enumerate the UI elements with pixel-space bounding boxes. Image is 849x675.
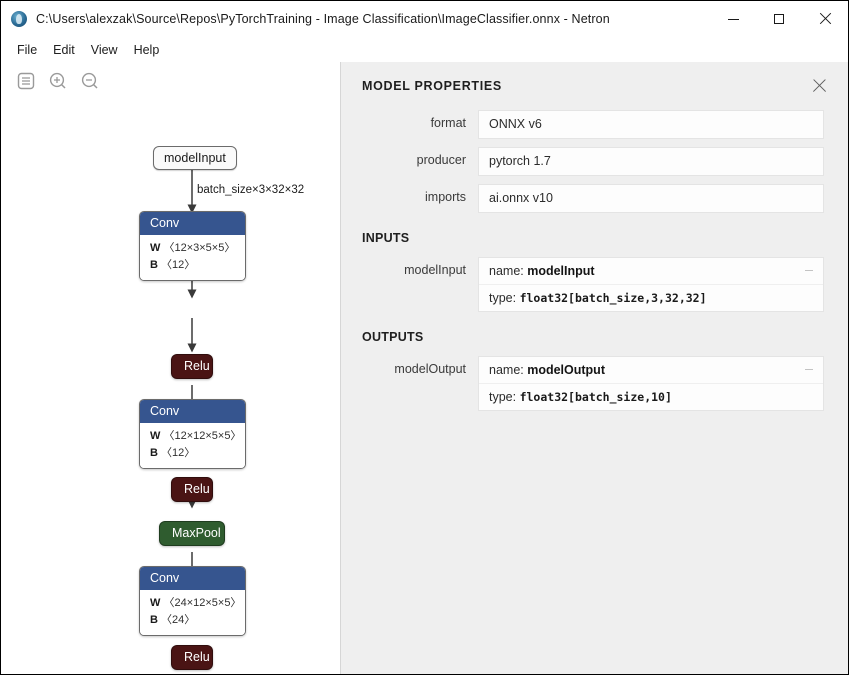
attr-key: W <box>150 430 161 443</box>
graph-canvas[interactable]: modelInput batch_size×3×32×32 Conv W 〈12… <box>1 62 340 674</box>
menu-item-view[interactable]: View <box>90 42 118 57</box>
node-type-label: Conv <box>140 400 245 424</box>
attr-value: 〈12×12×5×5〉 <box>163 430 242 443</box>
property-row-producer: producer pytorch 1.7 <box>341 147 824 176</box>
output-name-value: modelOutput <box>527 363 605 377</box>
output-label: modelOutput <box>394 362 466 376</box>
graph-node-maxpool[interactable]: MaxPool <box>159 521 225 546</box>
node-attribute-row: W 〈24×12×5×5〉 <box>150 595 241 612</box>
output-name-line: name: modelOutput <box>479 357 823 384</box>
node-attributes: W 〈12×12×5×5〉 B 〈12〉 <box>140 423 245 469</box>
node-attribute-row: W 〈12×12×5×5〉 <box>150 428 241 445</box>
output-detail-box[interactable]: name: modelOutput type: float32[batch_si… <box>478 356 824 411</box>
node-type-label: Conv <box>140 212 245 236</box>
panel-title: MODEL PROPERTIES <box>362 79 502 93</box>
node-attribute-row: B 〈24〉 <box>150 612 235 629</box>
output-row-modeloutput: modelOutput name: modelOutput type: floa… <box>341 356 824 411</box>
menu-item-file[interactable]: File <box>17 42 38 57</box>
output-type-prefix: type: <box>489 390 520 404</box>
output-name-prefix: name: <box>489 363 528 377</box>
zoom-in-button[interactable] <box>47 70 69 92</box>
property-value[interactable]: pytorch 1.7 <box>478 147 824 176</box>
property-label: format <box>430 116 466 130</box>
input-name-prefix: name: <box>489 264 528 278</box>
minimize-icon <box>727 18 739 20</box>
window-controls <box>710 1 848 37</box>
collapse-toggle-icon[interactable] <box>805 270 813 271</box>
output-type-value: float32[batch_size,10] <box>519 390 672 404</box>
input-row-modelinput: modelInput name: modelInput type: float3… <box>341 257 824 312</box>
node-attribute-row: B 〈12〉 <box>150 445 235 462</box>
node-type-label: Conv <box>140 567 245 591</box>
section-title-outputs: OUTPUTS <box>362 330 424 344</box>
zoom-in-icon <box>49 72 66 89</box>
maximize-button[interactable] <box>756 1 802 37</box>
property-value[interactable]: ai.onnx v10 <box>478 184 824 213</box>
input-type-value: float32[batch_size,3,32,32] <box>519 291 707 305</box>
graph-node-conv-2[interactable]: Conv W 〈12×12×5×5〉 B 〈12〉 <box>139 399 246 470</box>
attr-key: B <box>150 447 158 460</box>
menu-sidebar-button[interactable] <box>15 70 37 92</box>
attr-value: 〈24×12×5×5〉 <box>163 597 242 610</box>
property-value[interactable]: ONNX v6 <box>478 110 824 139</box>
input-type-line: type: float32[batch_size,3,32,32] <box>479 285 823 311</box>
attr-value: 〈12×3×5×5〉 <box>163 242 236 255</box>
model-properties-panel: MODEL PROPERTIES format ONNX v6 producer… <box>341 62 848 674</box>
graph-edge-label: batch_size×3×32×32 <box>197 184 305 196</box>
zoom-out-button[interactable] <box>79 70 101 92</box>
output-type-line: type: float32[batch_size,10] <box>479 384 823 410</box>
property-row-imports: imports ai.onnx v10 <box>341 184 824 213</box>
panel-close-button[interactable] <box>811 77 829 95</box>
graph-node-relu-3[interactable]: Relu <box>171 645 213 670</box>
graph-node-relu-2[interactable]: Relu <box>171 477 213 502</box>
content-area: modelInput batch_size×3×32×32 Conv W 〈12… <box>1 62 848 674</box>
input-type-prefix: type: <box>489 291 520 305</box>
node-attribute-row: B 〈12〉 <box>150 257 235 274</box>
menu-sidebar-icon <box>17 72 35 90</box>
attr-value: 〈24〉 <box>161 614 196 627</box>
attr-value: 〈12〉 <box>161 259 196 272</box>
graph-toolbar <box>15 70 101 92</box>
attr-value: 〈12〉 <box>161 447 196 460</box>
graph-node-modelinput[interactable]: modelInput <box>153 146 237 170</box>
menu-item-edit[interactable]: Edit <box>53 42 75 57</box>
title-bar: C:\Users\alexzak\Source\Repos\PyTorchTra… <box>1 1 848 37</box>
attr-key: W <box>150 242 161 255</box>
input-label: modelInput <box>404 263 466 277</box>
zoom-out-icon <box>81 72 98 89</box>
property-row-format: format ONNX v6 <box>341 110 824 139</box>
input-name-line: name: modelInput <box>479 258 823 285</box>
graph-node-relu-1[interactable]: Relu <box>171 354 213 379</box>
attr-key: W <box>150 597 161 610</box>
input-detail-box[interactable]: name: modelInput type: float32[batch_siz… <box>478 257 824 312</box>
netron-logo-icon <box>11 11 27 27</box>
menu-item-help[interactable]: Help <box>133 42 160 57</box>
maximize-icon <box>774 14 784 24</box>
panel-header: MODEL PROPERTIES <box>341 62 848 110</box>
collapse-toggle-icon[interactable] <box>805 369 813 370</box>
graph-node-conv-3[interactable]: Conv W 〈24×12×5×5〉 B 〈24〉 <box>139 566 246 637</box>
property-label: imports <box>425 190 466 204</box>
node-attributes: W 〈12×3×5×5〉 B 〈12〉 <box>140 235 245 281</box>
input-name-value: modelInput <box>527 264 595 278</box>
minimize-button[interactable] <box>710 1 756 37</box>
graph-node-conv-1[interactable]: Conv W 〈12×3×5×5〉 B 〈12〉 <box>139 211 246 282</box>
property-label: producer <box>416 153 466 167</box>
node-attribute-row: W 〈12×3×5×5〉 <box>150 240 235 257</box>
close-button[interactable] <box>802 1 848 37</box>
attr-key: B <box>150 259 158 272</box>
panel-divider[interactable] <box>340 62 341 674</box>
section-title-inputs: INPUTS <box>362 231 410 245</box>
close-icon <box>819 13 831 25</box>
menu-bar: File Edit View Help <box>1 37 848 62</box>
attr-key: B <box>150 614 158 627</box>
window-title: C:\Users\alexzak\Source\Repos\PyTorchTra… <box>36 12 610 26</box>
node-attributes: W 〈24×12×5×5〉 B 〈24〉 <box>140 590 245 636</box>
